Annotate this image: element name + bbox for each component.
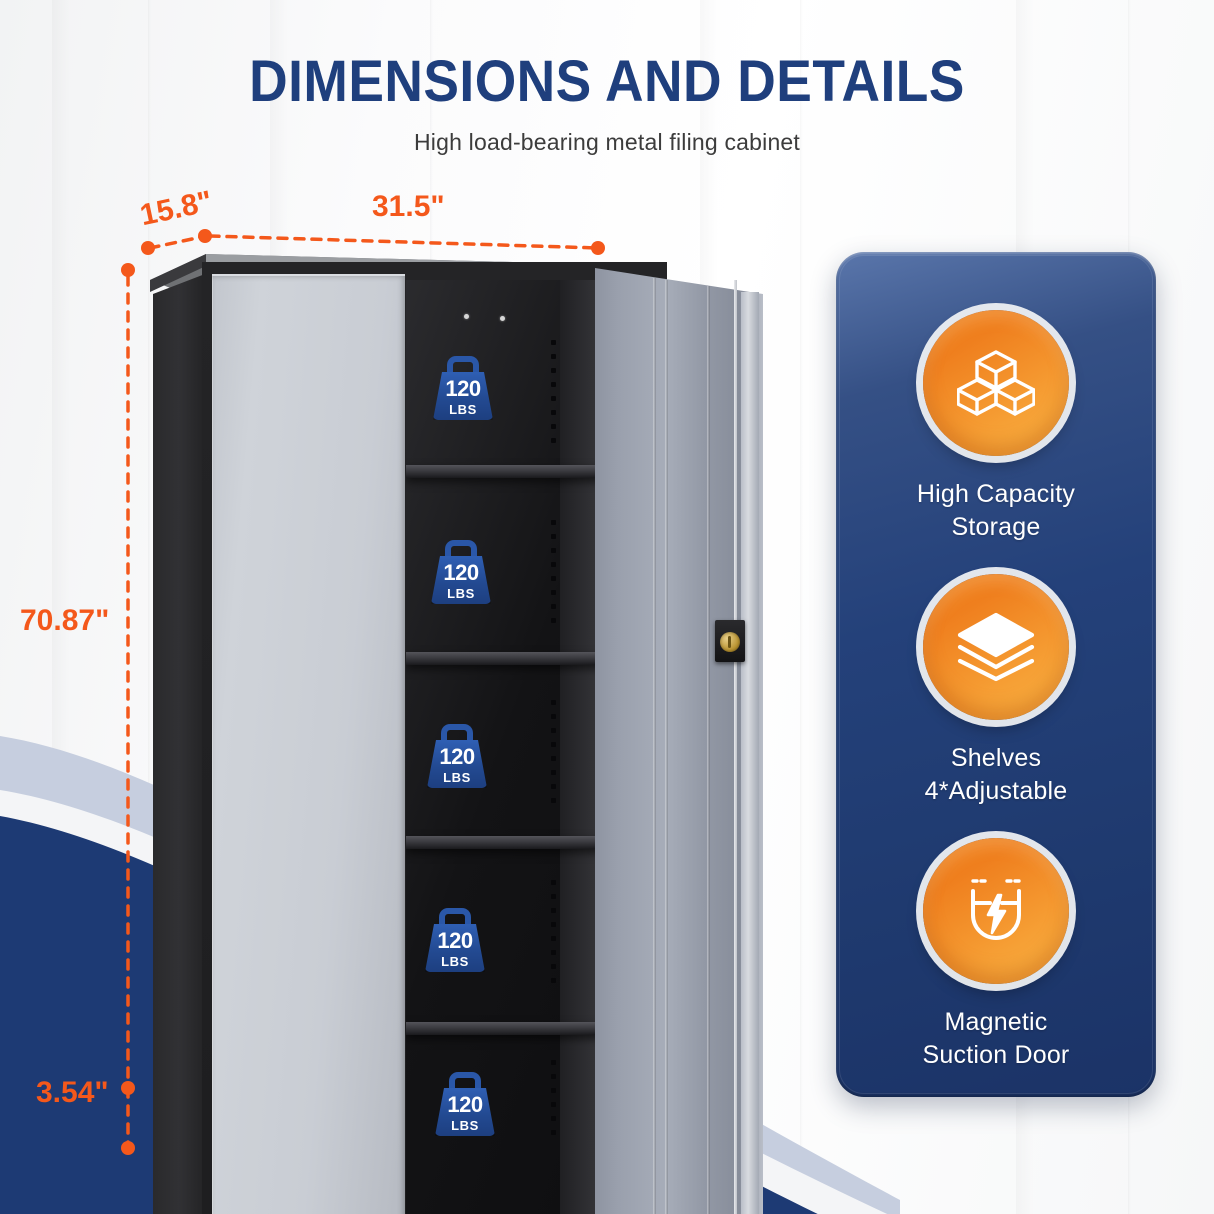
- feature-label-line2: Storage: [951, 513, 1041, 541]
- dimension-dot-caster-top: [121, 1081, 135, 1095]
- cabinet-left-door-closed[interactable]: [212, 274, 405, 1214]
- weight-handle: [445, 540, 477, 560]
- door-outer-edge: [741, 292, 759, 1214]
- width-dimension-label: 31.5": [372, 190, 445, 223]
- layers-icon: [957, 612, 1035, 682]
- weight-capacity-badge: 120 LBS: [424, 724, 490, 790]
- lock-keyhole: [720, 632, 740, 652]
- magnet-icon: [971, 879, 1021, 940]
- door-lock-rod: [734, 280, 737, 1214]
- keyhole-lock-icon[interactable]: [715, 620, 745, 662]
- adjustable-shelf: [406, 465, 602, 478]
- weight-unit: LBS: [441, 954, 469, 969]
- weight-handle: [449, 1072, 481, 1092]
- dimension-dot-height-top: [121, 263, 135, 277]
- weight-handle: [447, 356, 479, 376]
- boxes-icon: [957, 350, 1035, 416]
- feature-label-line2: 4*Adjustable: [924, 777, 1068, 805]
- door-rib: [653, 278, 656, 1214]
- door-face: [595, 268, 763, 1214]
- feature-label-line1: High Capacity: [916, 480, 1076, 508]
- weight-value: 120: [439, 744, 475, 769]
- header-block: DIMENSIONS AND DETAILS High load-bearing…: [0, 49, 1214, 156]
- filing-cabinet-illustration: 120 LBS 120 LBS 120 LBS 120 LBS 120 LBS: [140, 232, 800, 1214]
- dimension-dot-depth-right: [198, 229, 212, 243]
- weight-capacity-badge: 120 LBS: [428, 540, 494, 606]
- cabinet-left-side-panel: [153, 274, 205, 1214]
- feature-label-line2: Suction Door: [922, 1041, 1070, 1069]
- door-rib: [707, 286, 710, 1214]
- feature-badge: [923, 310, 1069, 456]
- weight-body: [433, 372, 493, 420]
- weight-body: [431, 556, 491, 604]
- feature-label: Shelves 4*Adjustable: [836, 742, 1156, 808]
- caster-height-dimension-label: 3.54": [36, 1076, 109, 1109]
- weight-unit: LBS: [443, 770, 471, 785]
- features-panel: High Capacity Storage Shelves 4*Adjustab…: [836, 252, 1156, 1097]
- door-rib: [665, 280, 668, 1214]
- feature-label: High Capacity Storage: [836, 478, 1156, 544]
- feature-label: Magnetic Suction Door: [836, 1006, 1156, 1072]
- cabinet-interior: [406, 280, 602, 1214]
- weight-value: 120: [447, 1092, 483, 1117]
- weight-body: [425, 924, 485, 972]
- top-mounting-hole-left: [464, 314, 469, 319]
- height-dimension-label: 70.87": [20, 604, 110, 637]
- weight-value: 120: [437, 928, 473, 953]
- weight-capacity-badge: 120 LBS: [430, 356, 496, 422]
- weight-capacity-badge: 120 LBS: [432, 1072, 498, 1138]
- page-subtitle: High load-bearing metal filing cabinet: [413, 128, 801, 155]
- feature-label-line1: Magnetic: [944, 1008, 1048, 1036]
- adjustable-shelf: [406, 836, 602, 849]
- feature-badge: [923, 838, 1069, 984]
- dimension-dot-caster-bottom: [121, 1141, 135, 1155]
- shelf-pin-hole-column: [551, 280, 556, 1214]
- feature-magnetic-suction-door: Magnetic Suction Door: [836, 838, 1156, 1072]
- weight-unit: LBS: [447, 586, 475, 601]
- feature-label-line1: Shelves: [950, 744, 1042, 772]
- weight-handle: [439, 908, 471, 928]
- weight-value: 120: [443, 560, 479, 585]
- feature-adjustable-shelves: Shelves 4*Adjustable: [836, 574, 1156, 808]
- feature-high-capacity-storage: High Capacity Storage: [836, 310, 1156, 544]
- weight-body: [435, 1088, 495, 1136]
- page-title: DIMENSIONS AND DETAILS: [249, 49, 965, 114]
- top-mounting-hole-right: [500, 316, 505, 321]
- weight-value: 120: [445, 376, 481, 401]
- feature-badge: [923, 574, 1069, 720]
- adjustable-shelf: [406, 1022, 602, 1035]
- dimension-dot-width-right: [591, 241, 605, 255]
- weight-body: [427, 740, 487, 788]
- weight-unit: LBS: [451, 1118, 479, 1133]
- adjustable-shelf: [406, 652, 602, 665]
- dimension-dot-depth-left: [141, 241, 155, 255]
- weight-handle: [441, 724, 473, 744]
- cabinet-right-door-open[interactable]: [595, 268, 763, 1214]
- weight-unit: LBS: [449, 402, 477, 417]
- weight-capacity-badge: 120 LBS: [422, 908, 488, 974]
